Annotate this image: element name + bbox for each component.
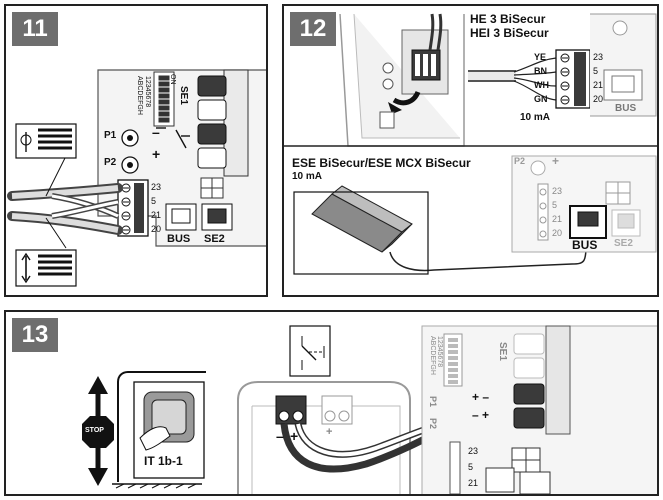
plus-sign-right: + <box>326 426 333 438</box>
p1-label: P1 <box>104 130 117 141</box>
se1-plug-active-1 <box>513 383 545 405</box>
minus-sign: – <box>152 124 160 140</box>
step-number: 12 <box>290 12 336 46</box>
step-12-diagram <box>284 13 657 275</box>
polarity-bottom: – + <box>472 408 490 422</box>
plus-sign-left: + <box>290 428 299 444</box>
terminal-lower-23: 23 <box>552 186 563 196</box>
dip-numbers: 12345678 <box>436 336 443 368</box>
p2-label: P2 <box>104 157 117 168</box>
p2-label: P2 <box>514 156 526 166</box>
plus-sign: + <box>152 146 161 162</box>
terminal-21: 21 <box>468 478 479 488</box>
device-label: IT 1b-1 <box>144 454 183 468</box>
terminal-21: 21 <box>151 210 162 220</box>
plus-sign: + <box>552 154 560 168</box>
se1-plug-active-2 <box>513 407 545 429</box>
step-11-panel: 11 <box>4 4 268 297</box>
se1-connector <box>545 325 571 435</box>
terminal-20: 20 <box>151 224 162 234</box>
terminal-lower-5: 5 <box>552 200 558 210</box>
wire-gn: GN <box>534 94 548 104</box>
ese-title: ESE BiSecur/ESE MCX BiSecur <box>292 156 471 170</box>
terminal-5: 5 <box>468 462 474 472</box>
minus-sign-left: – <box>276 428 284 444</box>
switch-symbol <box>289 325 331 377</box>
receiver-title-1: HE 3 BiSecur <box>470 12 546 26</box>
step-13-panel: 13 <box>4 310 659 496</box>
bus-label-top: BUS <box>615 103 637 114</box>
stop-text: STOP <box>85 427 104 434</box>
ese-frame <box>293 191 429 275</box>
se1-plugs <box>197 75 227 169</box>
stop-sign <box>82 416 114 448</box>
se2-label: SE2 <box>204 233 225 245</box>
housing <box>237 381 411 494</box>
wire-ye: YE <box>534 52 547 62</box>
wire-bn: BN <box>534 66 547 76</box>
terminal-20: 20 <box>593 94 604 104</box>
terminal-23: 23 <box>468 446 479 456</box>
step-12-panel: 12 <box>282 4 659 297</box>
terminal-23: 23 <box>593 52 604 62</box>
ese-transmitter <box>311 185 413 253</box>
p1-label: P1 <box>428 396 438 408</box>
terminal-5: 5 <box>593 66 599 76</box>
se1-label: SE1 <box>178 86 189 105</box>
bus-socket <box>165 203 197 231</box>
se1-label: SE1 <box>497 342 508 361</box>
wire-wh: WH <box>534 80 549 90</box>
hand-icon <box>139 426 171 451</box>
se1-connector <box>223 69 249 177</box>
polarity-top: + – <box>472 390 490 404</box>
se2-label: SE2 <box>614 238 633 249</box>
terminal-lower-20: 20 <box>552 228 563 238</box>
dip-numbers: 12345678 <box>144 76 151 108</box>
ese-current: 10 mA <box>292 171 323 182</box>
receiver-title-2: HEI 3 BiSecur <box>470 26 549 40</box>
terminal-5: 5 <box>151 196 157 206</box>
dip-letters: ABCDEFGH <box>136 76 143 115</box>
step-number: 13 <box>12 318 58 352</box>
terminal-lower-21: 21 <box>552 214 563 224</box>
dip-letters: ABCDEFGH <box>429 336 436 375</box>
p2-label: P2 <box>428 418 438 430</box>
dip-on-label: ON <box>169 74 176 85</box>
terminal-21: 21 <box>593 80 604 90</box>
step-13-diagram <box>82 325 657 494</box>
step-number: 11 <box>12 12 58 46</box>
bus-label-highlight: BUS <box>572 238 598 252</box>
terminal-23: 23 <box>151 182 162 192</box>
bus-label: BUS <box>167 233 191 245</box>
current-top: 10 mA <box>520 112 551 123</box>
step-11-diagram <box>7 69 266 287</box>
